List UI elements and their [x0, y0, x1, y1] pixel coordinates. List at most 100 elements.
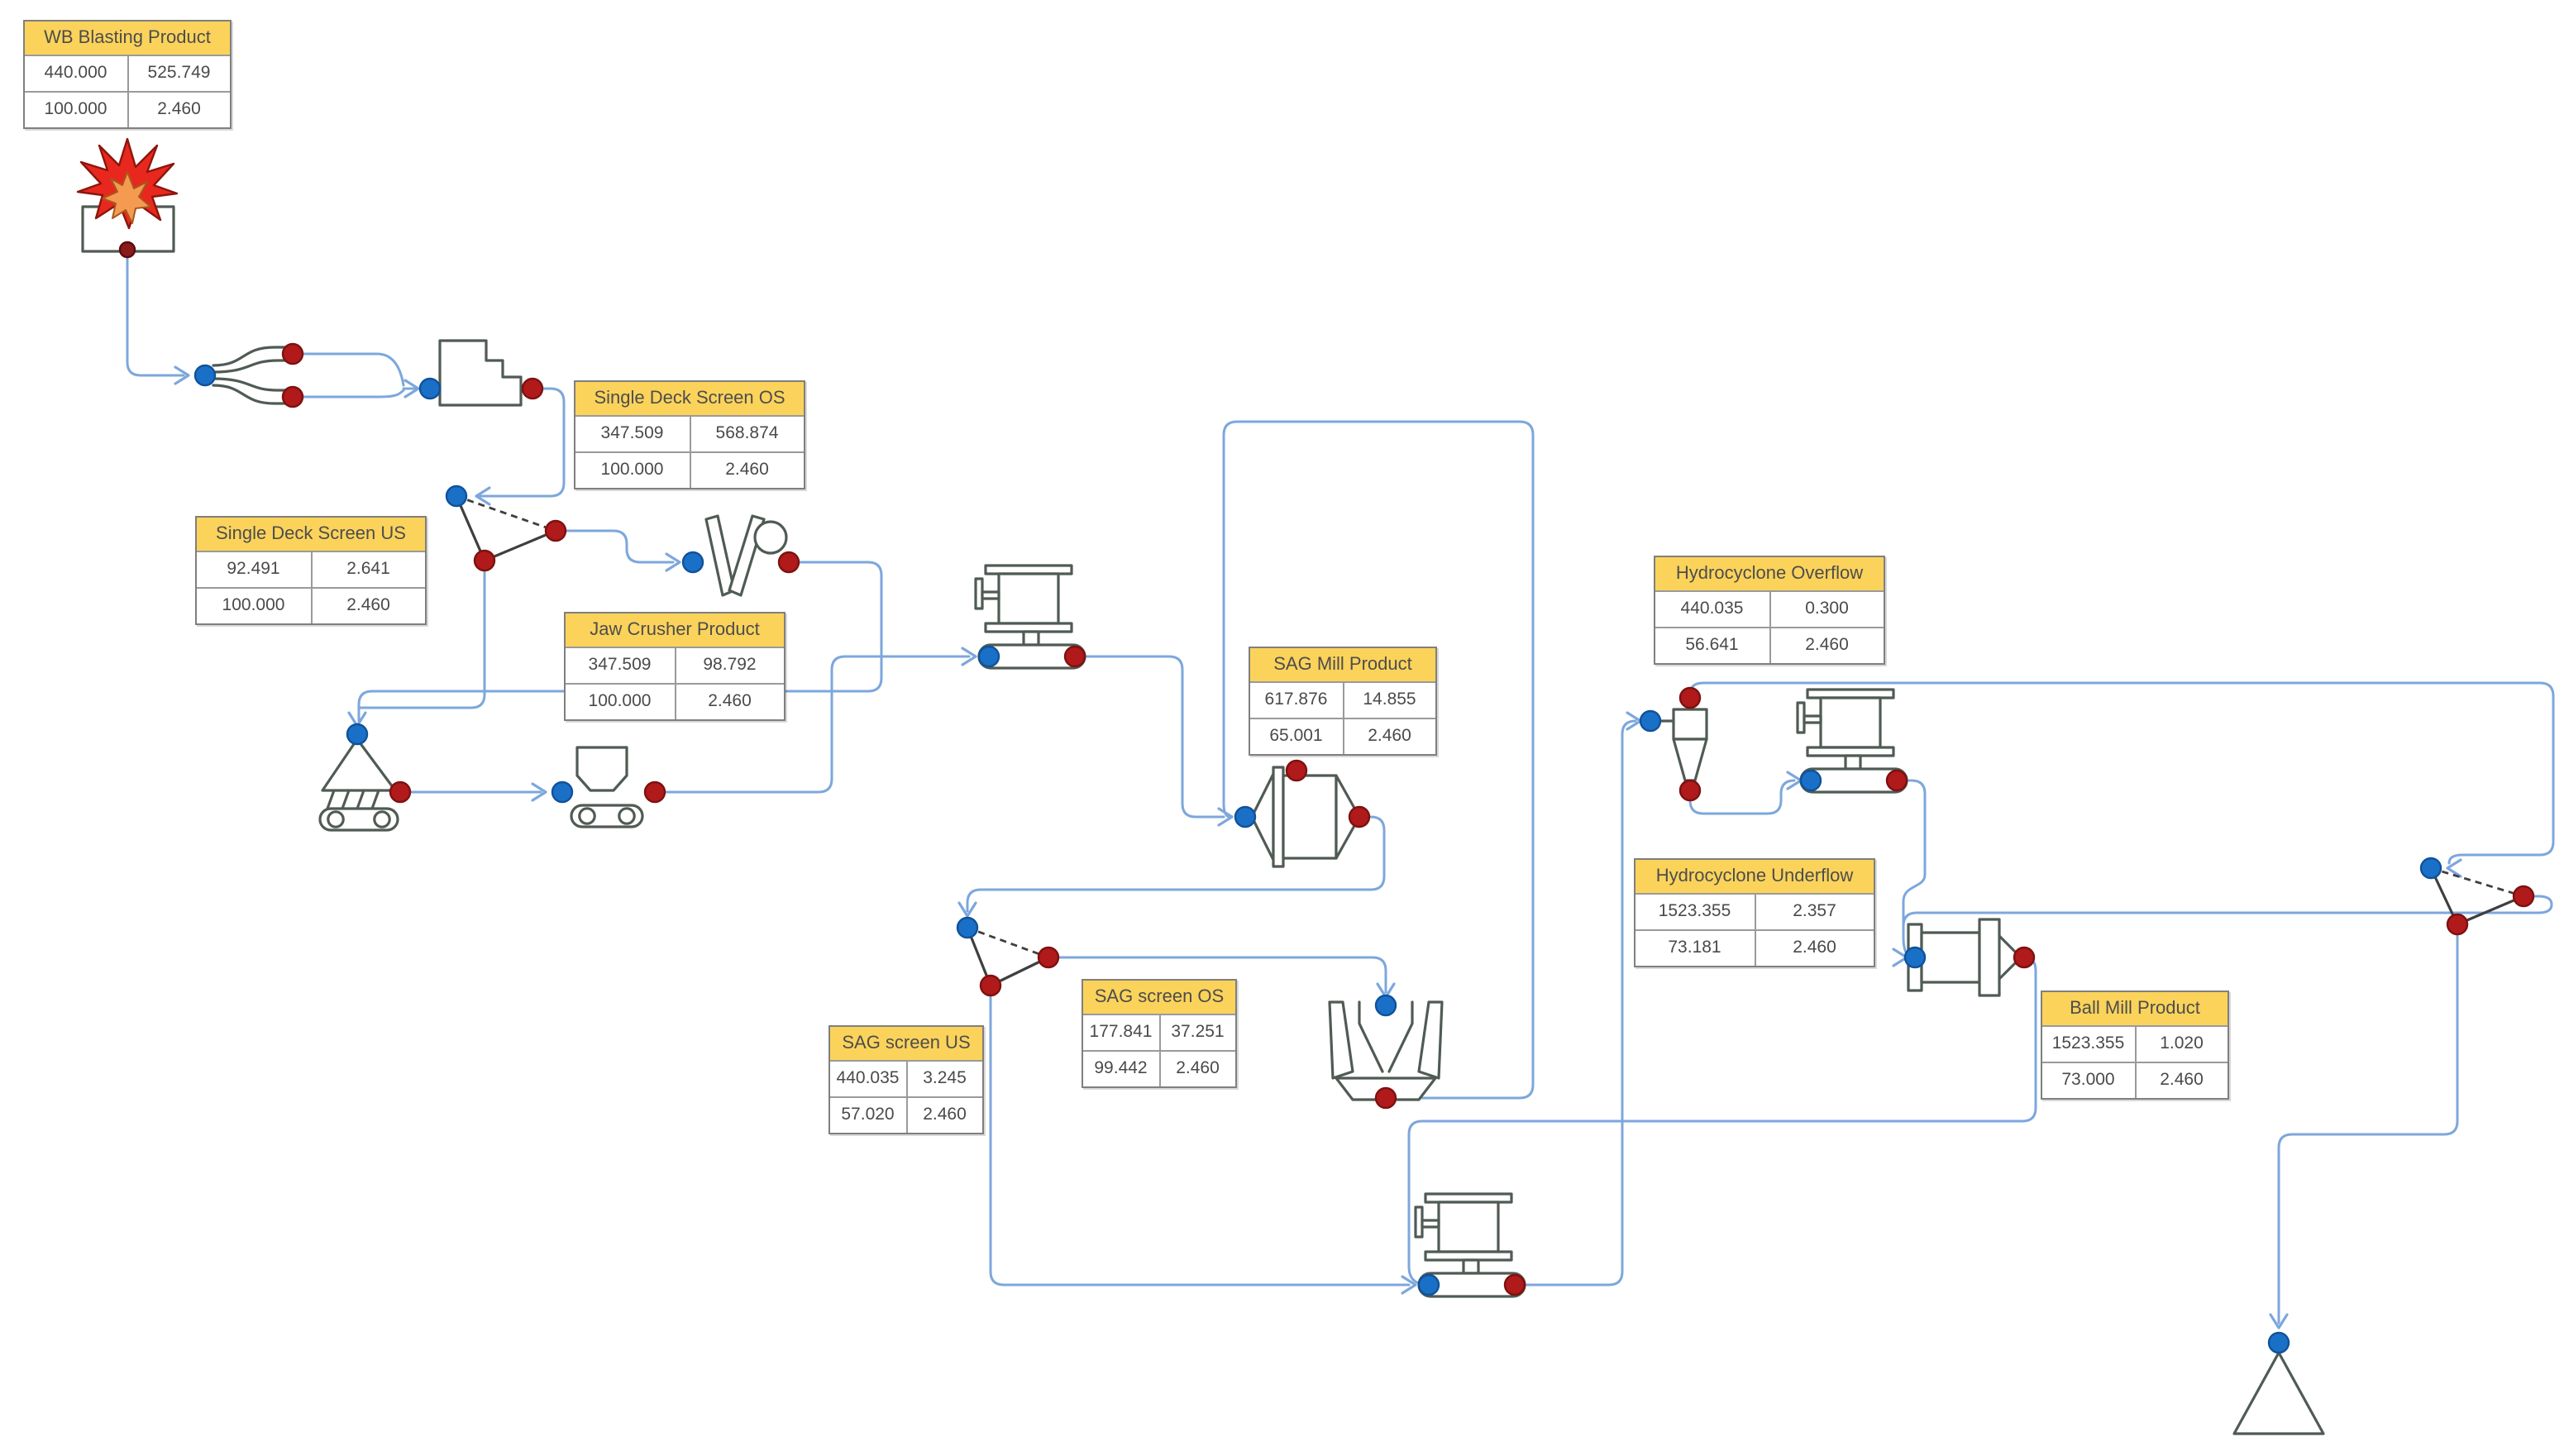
inlet-port[interactable] [1903, 946, 1927, 969]
outlet-port[interactable] [2512, 885, 2535, 908]
stream-bin-to-screen[interactable] [478, 387, 566, 498]
outlet-port[interactable] [1348, 805, 1371, 828]
table-cell: 617.876 [1264, 690, 1328, 709]
stream-conveyor-to-sagmill[interactable] [1073, 655, 1225, 819]
table-cell: 100.000 [44, 99, 107, 119]
stream-sagmill-to-sagscreen[interactable] [966, 815, 1386, 913]
table-cell: 14.855 [1342, 683, 1435, 718]
stream-underflow-to-conveyor[interactable] [1688, 779, 1796, 815]
outlet-port[interactable] [2446, 913, 2469, 936]
outlet-port[interactable] [1678, 779, 1702, 802]
outlet-port[interactable] [1678, 686, 1702, 709]
inlet-port[interactable] [193, 364, 217, 387]
table-cell: 2.460 [905, 1098, 982, 1133]
stream-sagscreen-us-to-sump[interactable] [989, 984, 1411, 1287]
inlet-port[interactable] [346, 723, 369, 746]
belt-conveyor-icon[interactable] [974, 564, 1086, 670]
stream-screen-us-to-stockpile[interactable] [357, 559, 486, 709]
table-cell: 177.841 [1089, 1022, 1153, 1042]
inlet-port[interactable] [1374, 994, 1397, 1017]
inlet-port[interactable] [681, 551, 704, 574]
outlet-port[interactable] [1374, 1086, 1397, 1110]
inlet-port[interactable] [445, 485, 468, 508]
table-cell: 92.491 [227, 559, 280, 579]
inlet-port[interactable] [2267, 1331, 2290, 1354]
reclaim-stockpile-feeder-icon[interactable] [318, 738, 399, 832]
outlet-port[interactable] [1885, 769, 1908, 792]
blast-unit-icon[interactable] [76, 137, 179, 253]
outlet-port[interactable] [1063, 645, 1086, 668]
stream-sagscreen-os-to-pebble[interactable] [1047, 956, 1387, 994]
stream-pebble-recycle[interactable] [1222, 420, 1535, 1100]
inlet-port[interactable] [977, 645, 1000, 668]
inlet-port[interactable] [418, 377, 442, 400]
outlet-port[interactable] [643, 781, 666, 804]
stream-feeder-to-conveyor[interactable] [653, 655, 971, 794]
outlet-port[interactable] [281, 342, 304, 365]
product-stockpile-icon[interactable] [2232, 1351, 2325, 1435]
inlet-port[interactable] [1799, 769, 1822, 792]
inlet-port[interactable] [2419, 857, 2442, 880]
outlet-port[interactable] [473, 549, 496, 572]
single-deck-screen-icon[interactable] [455, 494, 557, 562]
outlet-port[interactable] [1037, 946, 1060, 969]
outlet-port[interactable] [777, 551, 800, 574]
stream-ballmill-to-sump[interactable] [1407, 956, 2037, 1285]
fine-screen-icon[interactable] [2429, 866, 2525, 926]
arrow-icon [1217, 807, 1234, 827]
stream-splitter-top[interactable] [296, 352, 405, 387]
outlet-port[interactable] [1285, 759, 1308, 782]
stream-sump-to-cyclone[interactable] [1513, 719, 1637, 1287]
table-cell: 568.874 [689, 417, 804, 451]
outlet-port[interactable] [2013, 946, 2036, 969]
sag-screen-icon[interactable] [966, 926, 1050, 987]
port-nodes [118, 241, 2535, 1354]
hydrocyclone-icon[interactable] [1655, 698, 1708, 782]
ball-mill-icon[interactable] [1907, 918, 2021, 997]
stream-blast-to-splitter[interactable] [126, 251, 185, 377]
stockpile-bin-icon[interactable] [438, 339, 523, 407]
inlet-port[interactable] [1234, 805, 1257, 828]
pebble-crusher-icon[interactable] [1328, 1000, 1444, 1101]
stream-conveyor-to-ballmill[interactable] [1895, 779, 1927, 957]
outlet-port[interactable] [979, 974, 1002, 997]
inlet-port[interactable] [1417, 1273, 1440, 1296]
blast-outlet-port[interactable] [118, 241, 136, 259]
inlet-port[interactable] [551, 781, 574, 804]
underflow-conveyor-icon[interactable] [1796, 688, 1908, 794]
outlet-port[interactable] [389, 781, 412, 804]
table-title: Hydrocyclone Overflow [1655, 557, 1884, 590]
outlet-port[interactable] [544, 519, 567, 542]
sag-mill-icon[interactable] [1250, 766, 1361, 868]
inlet-port[interactable] [1639, 709, 1662, 733]
table-cell: 2.460 [127, 93, 230, 127]
outlet-port[interactable] [281, 385, 304, 408]
stream-overflow-to-finescreen[interactable] [1688, 681, 2555, 865]
table-title: Jaw Crusher Product [566, 613, 784, 647]
jaw-crusher-icon[interactable] [704, 514, 788, 597]
stream-splitter-bottom[interactable] [296, 389, 405, 399]
stream-jaw-to-stockpile[interactable] [357, 561, 883, 723]
sump-conveyor-icon[interactable] [1414, 1192, 1526, 1298]
table-title: SAG screen US [830, 1027, 982, 1060]
outlet-port[interactable] [521, 377, 544, 400]
stream-finescreen-us-to-product[interactable] [2277, 923, 2459, 1325]
stream-finescreen-os-recycle[interactable] [1902, 895, 2553, 928]
outlet-port[interactable] [1503, 1273, 1526, 1296]
inlet-port[interactable] [956, 916, 979, 939]
table-cell: 525.749 [127, 56, 230, 91]
hopper-feeder-icon[interactable] [570, 746, 644, 828]
wye-splitter-icon[interactable] [212, 346, 293, 405]
stream-screen-os-to-jaw[interactable] [554, 529, 675, 564]
